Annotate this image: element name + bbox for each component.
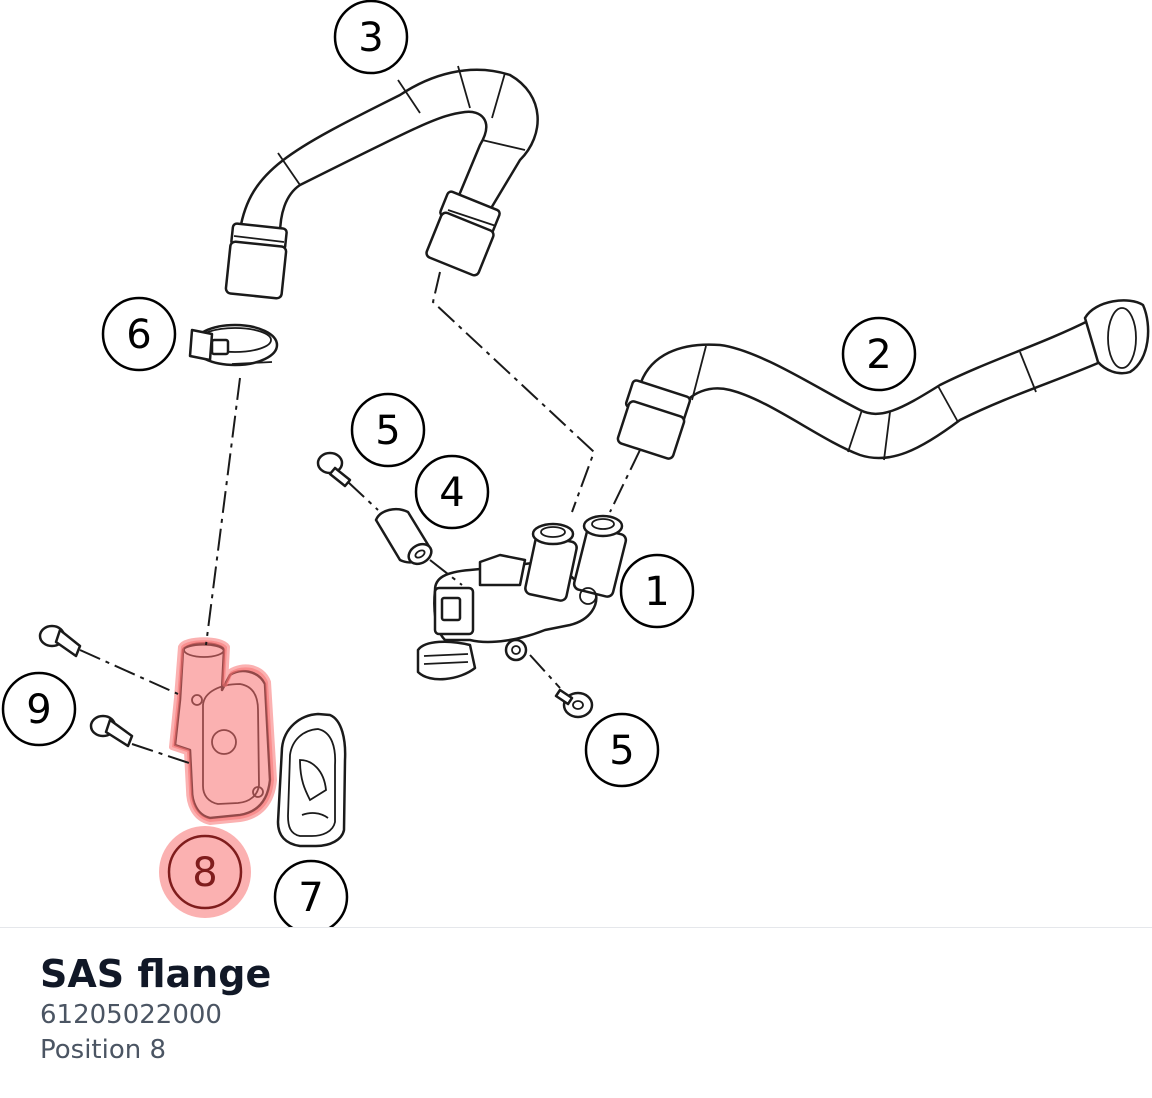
callout-6[interactable]: 6 (101, 296, 177, 372)
divider (0, 927, 1152, 928)
flange-bolt-part-9-upper[interactable] (38, 624, 82, 658)
part-info-panel: SAS flange 61205022000 Position 8 (40, 950, 1112, 1068)
callout-3[interactable]: 3 (333, 0, 409, 75)
hose-part-3[interactable] (224, 65, 539, 300)
callout-label: 2 (866, 332, 891, 378)
callout-7[interactable]: 7 (273, 859, 349, 928)
screw-part-5-upper[interactable] (316, 451, 352, 488)
screw-part-5-lower[interactable] (554, 688, 594, 719)
hose-part-2[interactable] (616, 299, 1150, 461)
gasket-part-7[interactable] (276, 712, 347, 848)
sas-flange-part-8[interactable] (169, 637, 277, 825)
flange-bolt-part-9-lower[interactable] (89, 714, 134, 748)
callout-label: 5 (375, 408, 400, 454)
spacer-sleeve-part-4[interactable] (374, 508, 435, 568)
sas-valve-part-1[interactable] (416, 514, 628, 681)
part-position: Position 8 (40, 1035, 167, 1065)
assembly-lines (79, 271, 641, 765)
callout-5-lower[interactable]: 5 (584, 712, 660, 788)
callout-label: 3 (358, 15, 383, 61)
callout-label: 7 (298, 875, 323, 921)
callout-1[interactable]: 1 (619, 553, 695, 629)
callout-label: 1 (644, 569, 669, 615)
callout-5-upper[interactable]: 5 (350, 392, 426, 468)
hose-clamp-part-6[interactable] (188, 323, 279, 367)
callout-label: 6 (126, 312, 151, 358)
callout-8-highlighted[interactable]: 8 (159, 826, 251, 918)
part-number: 61205022000 (40, 1000, 222, 1030)
callout-label: 5 (609, 728, 634, 774)
callout-label: 9 (26, 687, 51, 733)
callout-label: 4 (439, 470, 464, 516)
callout-2[interactable]: 2 (841, 316, 917, 392)
callout-4[interactable]: 4 (414, 454, 490, 530)
exploded-parts-diagram: .pl { fill: #ffffff; stroke: #1a1a1a; st… (1, 0, 1150, 928)
part-name: SAS flange (40, 952, 272, 996)
callout-9[interactable]: 9 (1, 671, 77, 747)
callout-label: 8 (192, 850, 217, 896)
